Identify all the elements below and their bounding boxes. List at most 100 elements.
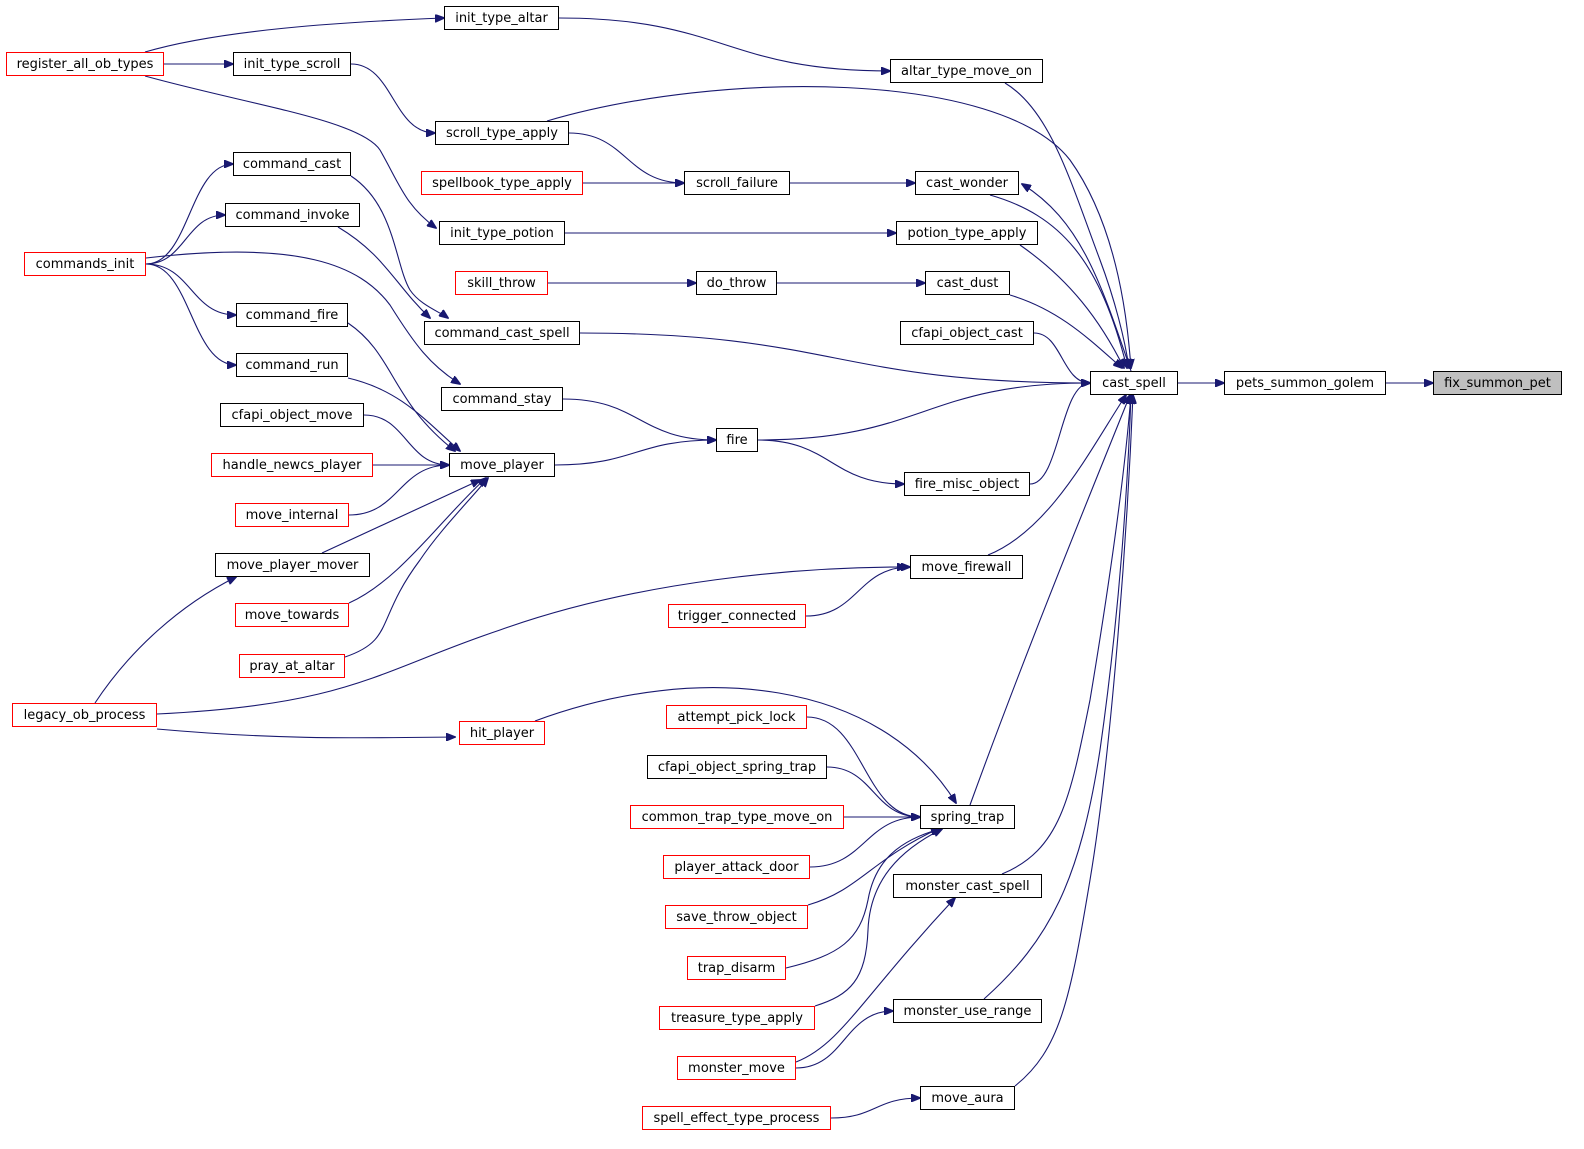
edge-pray-at-altar-to-move-player (344, 478, 488, 658)
edge-move-firewall-to-cast-spell (987, 395, 1126, 556)
node-command-run[interactable]: command_run (236, 353, 348, 377)
node-cfapi-object-cast[interactable]: cfapi_object_cast (900, 321, 1034, 345)
edge-fire-to-fire-misc-object (757, 439, 904, 484)
edge-spring-trap-to-cast-spell (969, 395, 1130, 806)
node-cast-dust[interactable]: cast_dust (925, 271, 1010, 295)
edge-legacy-ob-process-to-move-firewall (156, 567, 906, 715)
node-handle-newcs-player[interactable]: handle_newcs_player (211, 453, 373, 477)
node-legacy-ob-process[interactable]: legacy_ob_process (12, 703, 157, 727)
edge-commands-init-to-command-cast (145, 164, 233, 265)
edge-fire-misc-object-to-cast-spell (1029, 383, 1090, 485)
edge-fire-to-cast-spell (757, 383, 1090, 441)
node-move-towards[interactable]: move_towards (235, 603, 349, 627)
node-scroll-type-apply[interactable]: scroll_type_apply (435, 121, 569, 145)
edge-command-invoke-to-command-cast-spell (337, 226, 430, 318)
node-fire-misc-object[interactable]: fire_misc_object (904, 472, 1030, 496)
node-move-internal[interactable]: move_internal (235, 503, 349, 527)
node-monster-cast-spell[interactable]: monster_cast_spell (893, 874, 1042, 898)
edge-cast-spell-to-cast-wonder (1022, 184, 1132, 372)
edge-monster-cast-spell-to-cast-spell (1001, 395, 1131, 875)
node-move-player-mover[interactable]: move_player_mover (215, 553, 370, 577)
edge-treasure-type-apply-to-spring-trap (814, 829, 942, 1007)
node-common-trap-type-move-on[interactable]: common_trap_type_move_on (630, 805, 844, 829)
node-potion-type-apply[interactable]: potion_type_apply (896, 221, 1038, 245)
node-cfapi-object-spring-trap[interactable]: cfapi_object_spring_trap (647, 755, 827, 779)
edge-scroll-type-apply-to-scroll-failure (568, 132, 684, 183)
node-init-type-potion[interactable]: init_type_potion (439, 221, 565, 245)
edge-save-throw-object-to-spring-trap (807, 828, 940, 906)
node-cfapi-object-move[interactable]: cfapi_object_move (220, 403, 364, 427)
node-move-player[interactable]: move_player (449, 453, 555, 477)
node-do-throw[interactable]: do_throw (696, 271, 777, 295)
edge-commands-init-to-command-fire (145, 263, 236, 315)
edge-commands-init-to-command-stay (145, 251, 460, 384)
edge-move-player-to-fire (554, 440, 716, 466)
node-skill-throw[interactable]: skill_throw (455, 271, 548, 295)
node-cast-spell[interactable]: cast_spell (1090, 371, 1178, 395)
edge-cast-dust-to-cast-spell (1009, 294, 1122, 368)
node-move-aura[interactable]: move_aura (920, 1086, 1015, 1110)
edge-command-cast-to-command-cast-spell (350, 175, 448, 318)
node-fire[interactable]: fire (716, 428, 758, 452)
node-cast-wonder[interactable]: cast_wonder (915, 171, 1019, 195)
node-pray-at-altar[interactable]: pray_at_altar (239, 654, 345, 678)
node-monster-move[interactable]: monster_move (677, 1056, 796, 1080)
node-init-type-scroll[interactable]: init_type_scroll (233, 52, 351, 76)
node-move-firewall[interactable]: move_firewall (910, 555, 1023, 579)
node-register-all-ob-types[interactable]: register_all_ob_types (6, 52, 164, 76)
node-treasure-type-apply[interactable]: treasure_type_apply (659, 1006, 815, 1030)
node-commands-init[interactable]: commands_init (24, 252, 146, 276)
edge-cfapi-object-move-to-move-player (363, 414, 449, 465)
edge-command-cast-spell-to-cast-spell (579, 332, 1090, 383)
node-save-throw-object[interactable]: save_throw_object (665, 905, 808, 929)
node-trap-disarm[interactable]: trap_disarm (687, 956, 786, 980)
node-spring-trap[interactable]: spring_trap (920, 805, 1015, 829)
node-command-stay[interactable]: command_stay (441, 387, 563, 411)
edge-command-fire-to-move-player (347, 322, 455, 451)
edge-move-internal-to-move-player (348, 465, 449, 516)
edge-legacy-ob-process-to-hit-player (156, 728, 455, 738)
edge-init-type-scroll-to-scroll-type-apply (350, 63, 435, 133)
node-command-cast[interactable]: command_cast (233, 152, 351, 176)
node-spell-effect-type-process[interactable]: spell_effect_type_process (642, 1106, 831, 1130)
node-spellbook-type-apply[interactable]: spellbook_type_apply (421, 171, 583, 195)
edge-commands-init-to-command-run (145, 263, 236, 365)
node-altar-type-move-on[interactable]: altar_type_move_on (890, 59, 1043, 83)
edge-move-towards-to-move-player (348, 478, 486, 604)
edge-player-attack-door-to-spring-trap (809, 817, 920, 868)
edge-command-run-to-move-player (347, 377, 460, 451)
edge-trigger-connected-to-move-firewall (805, 567, 910, 617)
edge-cfapi-object-spring-trap-to-spring-trap (826, 766, 920, 817)
edge-trap-disarm-to-spring-trap (785, 829, 940, 969)
node-attempt-pick-lock[interactable]: attempt_pick_lock (666, 705, 807, 729)
edge-move-player-mover-to-move-player (321, 480, 480, 554)
edge-hit-player-to-spring-trap (534, 687, 956, 803)
node-command-invoke[interactable]: command_invoke (225, 203, 360, 227)
node-command-cast-spell[interactable]: command_cast_spell (424, 321, 580, 345)
edge-legacy-ob-process-to-move-player-mover (94, 577, 236, 704)
node-command-fire[interactable]: command_fire (236, 303, 348, 327)
edge-scroll-type-apply-to-cast-spell (546, 86, 1131, 368)
node-pets-summon-golem[interactable]: pets_summon_golem (1224, 371, 1386, 395)
node-fix-summon-pet[interactable]: fix_summon_pet (1433, 371, 1562, 395)
node-player-attack-door[interactable]: player_attack_door (663, 855, 810, 879)
edge-command-stay-to-fire (562, 398, 716, 440)
node-scroll-failure[interactable]: scroll_failure (684, 171, 790, 195)
edge-monster-move-to-monster-use-range (795, 1011, 893, 1069)
edge-init-type-altar-to-altar-type-move-on (558, 17, 890, 71)
edge-monster-use-range-to-cast-spell (983, 395, 1131, 1000)
edge-attempt-pick-lock-to-spring-trap (806, 716, 920, 817)
edge-commands-init-to-command-invoke (145, 215, 225, 265)
edge-register-all-ob-types-to-init-type-potion (144, 75, 436, 228)
edge-potion-type-apply-to-cast-spell (1019, 244, 1124, 368)
node-trigger-connected[interactable]: trigger_connected (668, 604, 806, 628)
edge-altar-type-move-on-to-cast-spell (1004, 82, 1129, 368)
node-init-type-altar[interactable]: init_type_altar (444, 6, 559, 30)
edge-move-aura-to-cast-spell (1014, 395, 1133, 1087)
node-hit-player[interactable]: hit_player (459, 721, 545, 745)
edge-spell-effect-type-process-to-move-aura (830, 1098, 920, 1119)
edge-cast-wonder-to-cast-spell (989, 194, 1127, 368)
node-monster-use-range[interactable]: monster_use_range (893, 999, 1042, 1023)
